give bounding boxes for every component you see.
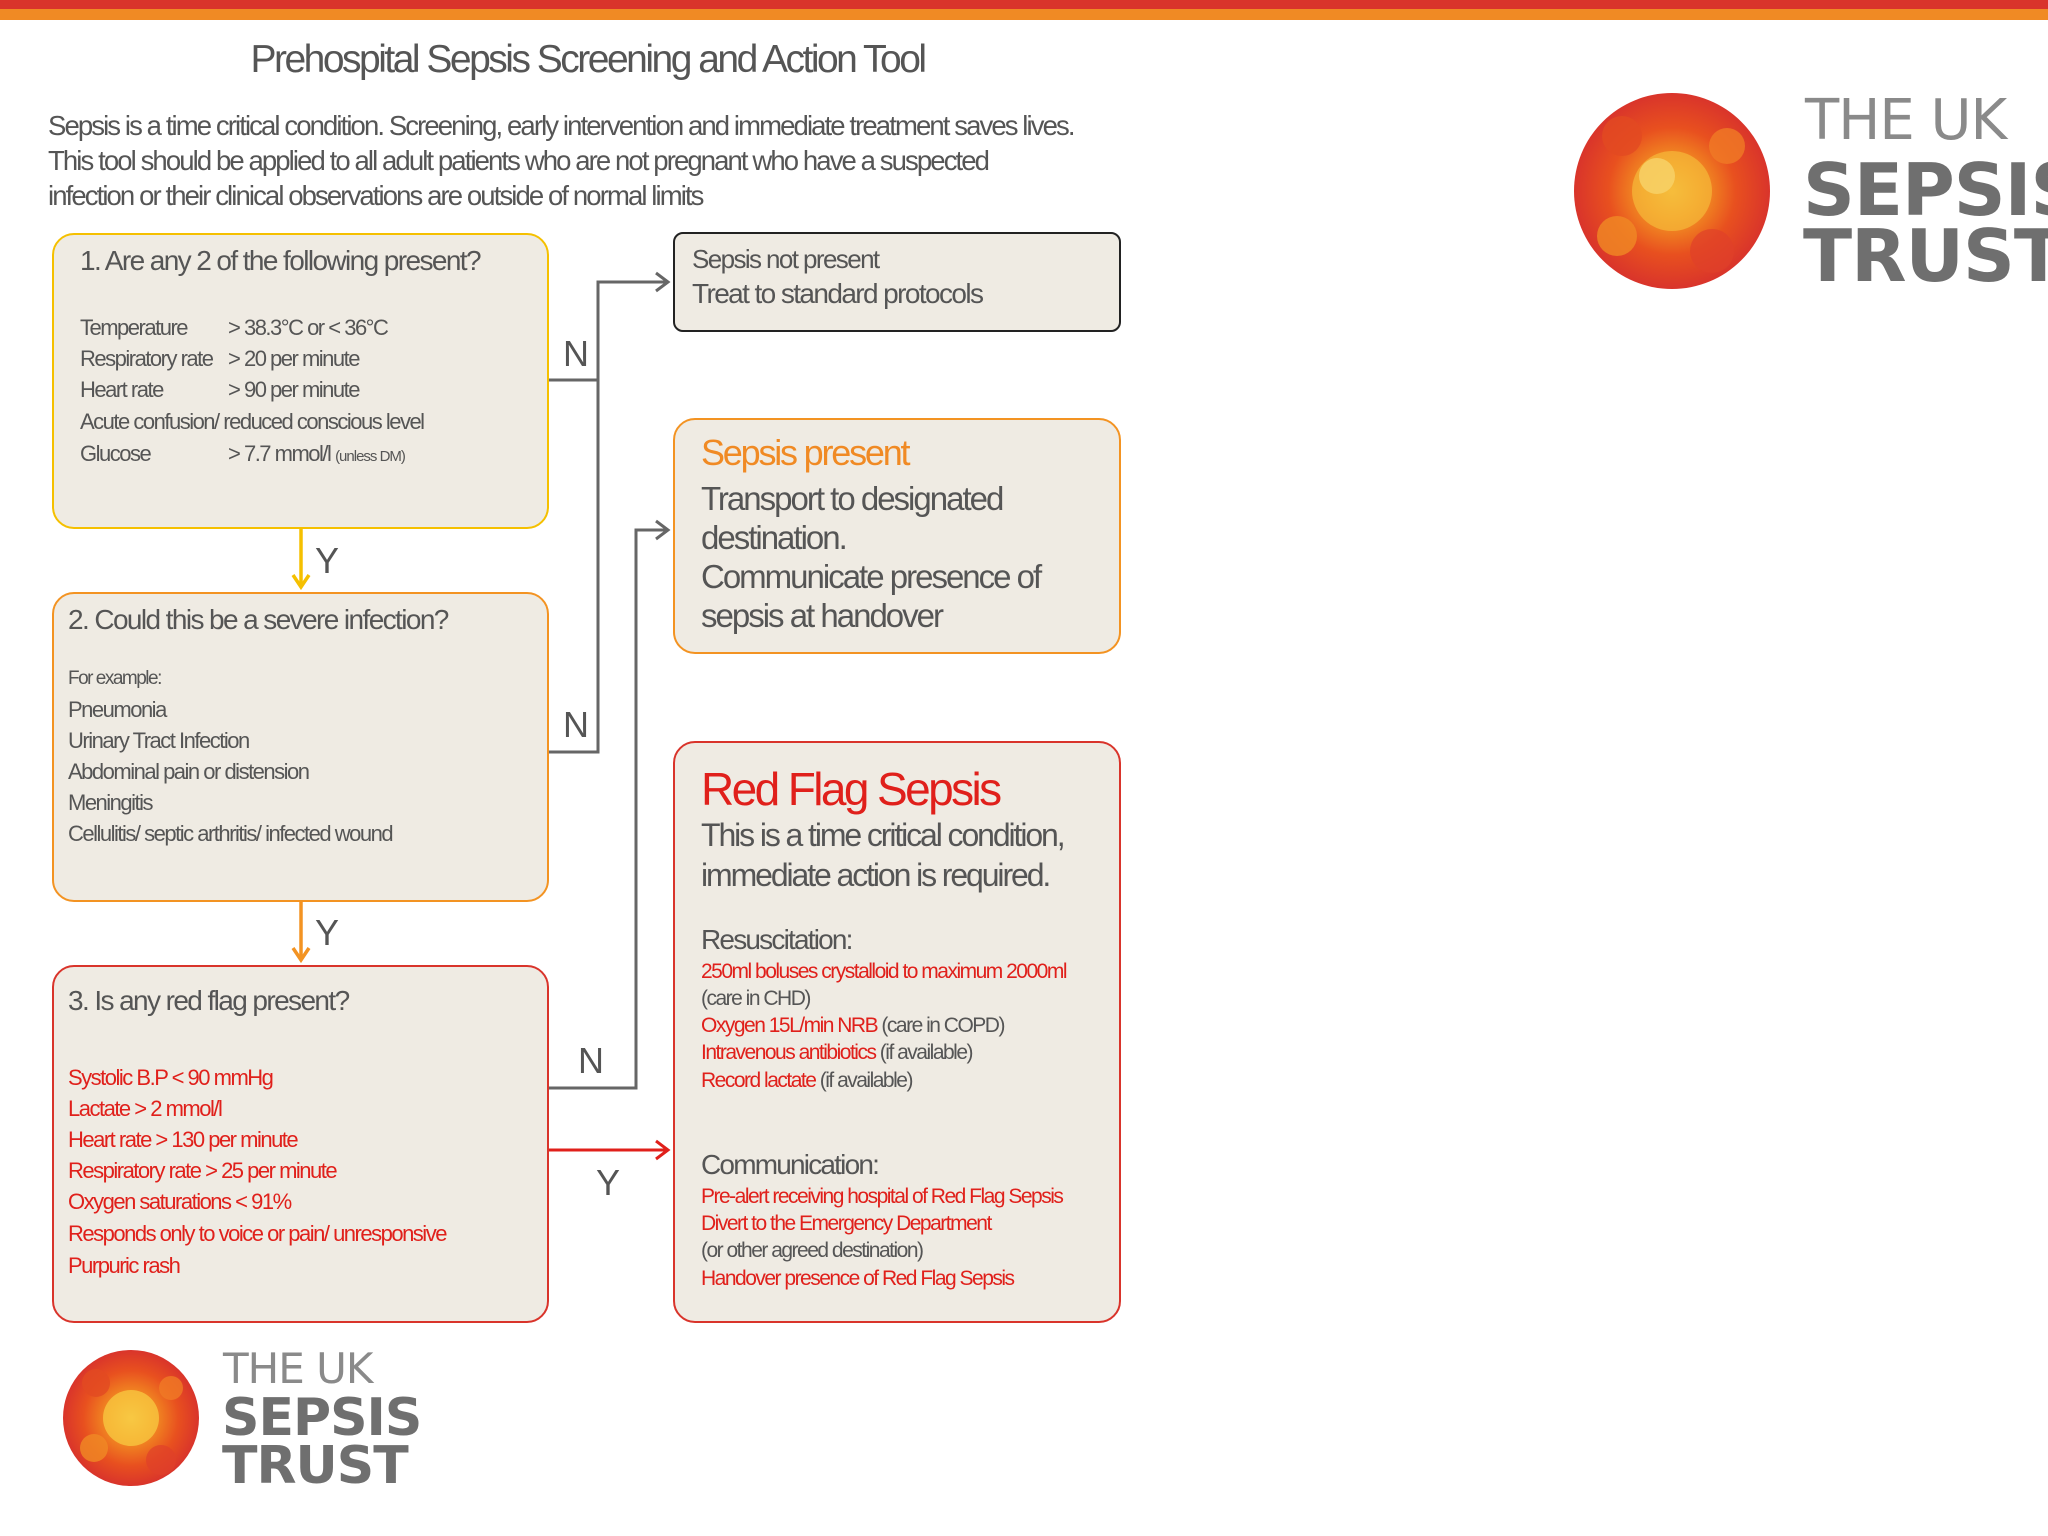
resus-item: (care in CHD) — [701, 987, 811, 1011]
criteria-box-1 — [52, 233, 549, 529]
red-flag-title: Red Flag Sepsis — [701, 763, 1002, 815]
no-sepsis-line: Sepsis not present — [692, 244, 880, 274]
sepsis-present-line: Transport to designated — [701, 480, 1004, 517]
sepsis-present-line: sepsis at handover — [701, 597, 944, 634]
box1-row-label: Glucose — [80, 441, 152, 466]
resuscitation-heading: Resuscitation: — [701, 924, 853, 955]
resus-item-red: Oxygen 15L/min NRB — [701, 1014, 879, 1037]
comm-item-red: Handover presence of Red Flag Sepsis — [701, 1267, 1015, 1290]
comm-item-red: Pre-alert receiving hospital of Red Flag… — [701, 1185, 1064, 1208]
sepsis-present-line: Communicate presence of — [701, 558, 1042, 595]
connector-n1 — [549, 280, 667, 382]
red-flag-item: Heart rate > 130 per minute — [68, 1127, 299, 1152]
resus-item-red: 250ml boluses crystalloid to maximum 200… — [701, 960, 1068, 983]
red-flag-subtitle: This is a time critical condition, — [701, 817, 1066, 853]
box2-heading: 2. Could this be a severe infection? — [68, 604, 449, 635]
label-y2: Y — [315, 912, 340, 953]
box2-item: Meningitis — [68, 790, 154, 815]
box2-item: Abdominal pain or distension — [68, 759, 310, 784]
logo-small-line1: THE UK — [223, 1344, 373, 1393]
outcome-no-sepsis-box — [673, 232, 1121, 332]
label-n1: N — [563, 333, 589, 374]
box2-item: Cellulitis/ septic arthritis/ infected w… — [68, 821, 394, 846]
arrowhead-y2 — [291, 947, 311, 964]
box2-item: For example: — [68, 668, 162, 689]
resus-item-red: Intravenous antibiotics — [701, 1041, 877, 1064]
comm-item-red: Divert to the Emergency Department — [701, 1212, 992, 1235]
resus-item: Intravenous antibiotics (if available) — [701, 1041, 974, 1065]
arrowhead-n3 — [655, 519, 671, 541]
intro-line: This tool should be applied to all adult… — [48, 145, 990, 176]
page-title: Prehospital Sepsis Screening and Action … — [250, 38, 927, 81]
arrowhead-y1 — [291, 574, 311, 591]
box1-heading: 1. Are any 2 of the following present? — [80, 245, 482, 276]
logo-text-line3: TRUST — [1803, 214, 2048, 298]
box3-heading: 3. Is any red flag present? — [68, 985, 350, 1016]
box1-row-value: > 90 per minute — [228, 377, 360, 402]
box1-row-label: Heart rate — [80, 377, 164, 402]
box2-item: Urinary Tract Infection — [68, 728, 250, 753]
red-flag-item: Purpuric rash — [68, 1253, 181, 1278]
criteria-box-3 — [52, 965, 549, 1323]
box1-row-value: > 38.3°C or < 36°C — [228, 315, 389, 340]
logo-text-line1: THE UK — [1805, 88, 2007, 153]
label-n3: N — [578, 1040, 604, 1081]
communication-heading: Communication: — [701, 1149, 880, 1180]
sepsis-present-title: Sepsis present — [701, 432, 911, 473]
outcome-red-flag-box — [673, 741, 1121, 1323]
resus-item: Oxygen 15L/min NRB (care in COPD) — [701, 1014, 1005, 1038]
red-flag-item: Respiratory rate > 25 per minute — [68, 1158, 338, 1183]
comm-item-grey: (or other agreed destination) — [701, 1239, 924, 1262]
box1-row-label: Acute confusion/ reduced conscious level — [80, 409, 425, 434]
resus-item: 250ml boluses crystalloid to maximum 200… — [701, 960, 1068, 984]
outcome-sepsis-present-box — [673, 418, 1121, 654]
comm-item: Divert to the Emergency Department — [701, 1212, 992, 1236]
connector-n3 — [549, 528, 667, 1090]
sepsis-present-line: destination. — [701, 519, 848, 556]
no-sepsis-line: Treat to standard protocols — [692, 278, 984, 309]
box1-row-label: Respiratory rate — [80, 346, 214, 371]
intro-line: infection or their clinical observations… — [48, 180, 704, 211]
sepsis-trust-logo-mark-small — [63, 1350, 199, 1486]
glucose-note: (unless DM) — [335, 448, 406, 465]
logo-text-line2: SEPSIS — [1803, 148, 2048, 232]
resus-item-red: Record lactate — [701, 1069, 817, 1092]
red-flag-item: Oxygen saturations < 91% — [68, 1189, 292, 1214]
red-flag-item: Responds only to voice or pain/ unrespon… — [68, 1221, 447, 1246]
comm-item: Pre-alert receiving hospital of Red Flag… — [701, 1185, 1064, 1209]
red-flag-item: Lactate > 2 mmol/l — [68, 1096, 223, 1121]
logo-small-line2: SEPSIS — [222, 1388, 422, 1448]
resus-item-grey: (if available) — [815, 1069, 914, 1092]
intro-line: Sepsis is a time critical condition. Scr… — [48, 110, 1075, 141]
arrowhead-n1 — [655, 271, 671, 293]
label-n2: N — [563, 704, 589, 745]
red-flag-subtitle: immediate action is required. — [701, 857, 1051, 893]
intro-text: Sepsis is a time critical condition. Scr… — [48, 108, 1198, 213]
resus-item-grey: (care in CHD) — [701, 987, 811, 1010]
sepsis-trust-logo-mark — [1574, 93, 1770, 289]
box1-row-value: > 20 per minute — [228, 346, 360, 371]
arrowhead-y3 — [655, 1139, 671, 1161]
box2-item: Pneumonia — [68, 697, 167, 722]
top-accent-bar — [0, 0, 2048, 20]
connector-n2 — [549, 380, 600, 754]
resus-item: Record lactate (if available) — [701, 1069, 914, 1093]
red-flag-item: Systolic B.P < 90 mmHg — [68, 1065, 274, 1090]
label-y3: Y — [596, 1162, 621, 1203]
box1-row-label: Temperature — [80, 315, 189, 340]
resus-item-grey: (care in COPD) — [877, 1014, 1005, 1037]
criteria-box-2 — [52, 592, 549, 902]
glucose-value: > 7.7 mmol/l — [228, 441, 332, 466]
label-y1: Y — [315, 540, 340, 581]
comm-item: (or other agreed destination) — [701, 1239, 924, 1263]
comm-item: Handover presence of Red Flag Sepsis — [701, 1267, 1015, 1291]
resus-item-grey: (if available) — [875, 1041, 974, 1064]
box1-row-value: > 7.7 mmol/l (unless DM) — [228, 441, 406, 467]
logo-small-line3: TRUST — [222, 1436, 409, 1496]
